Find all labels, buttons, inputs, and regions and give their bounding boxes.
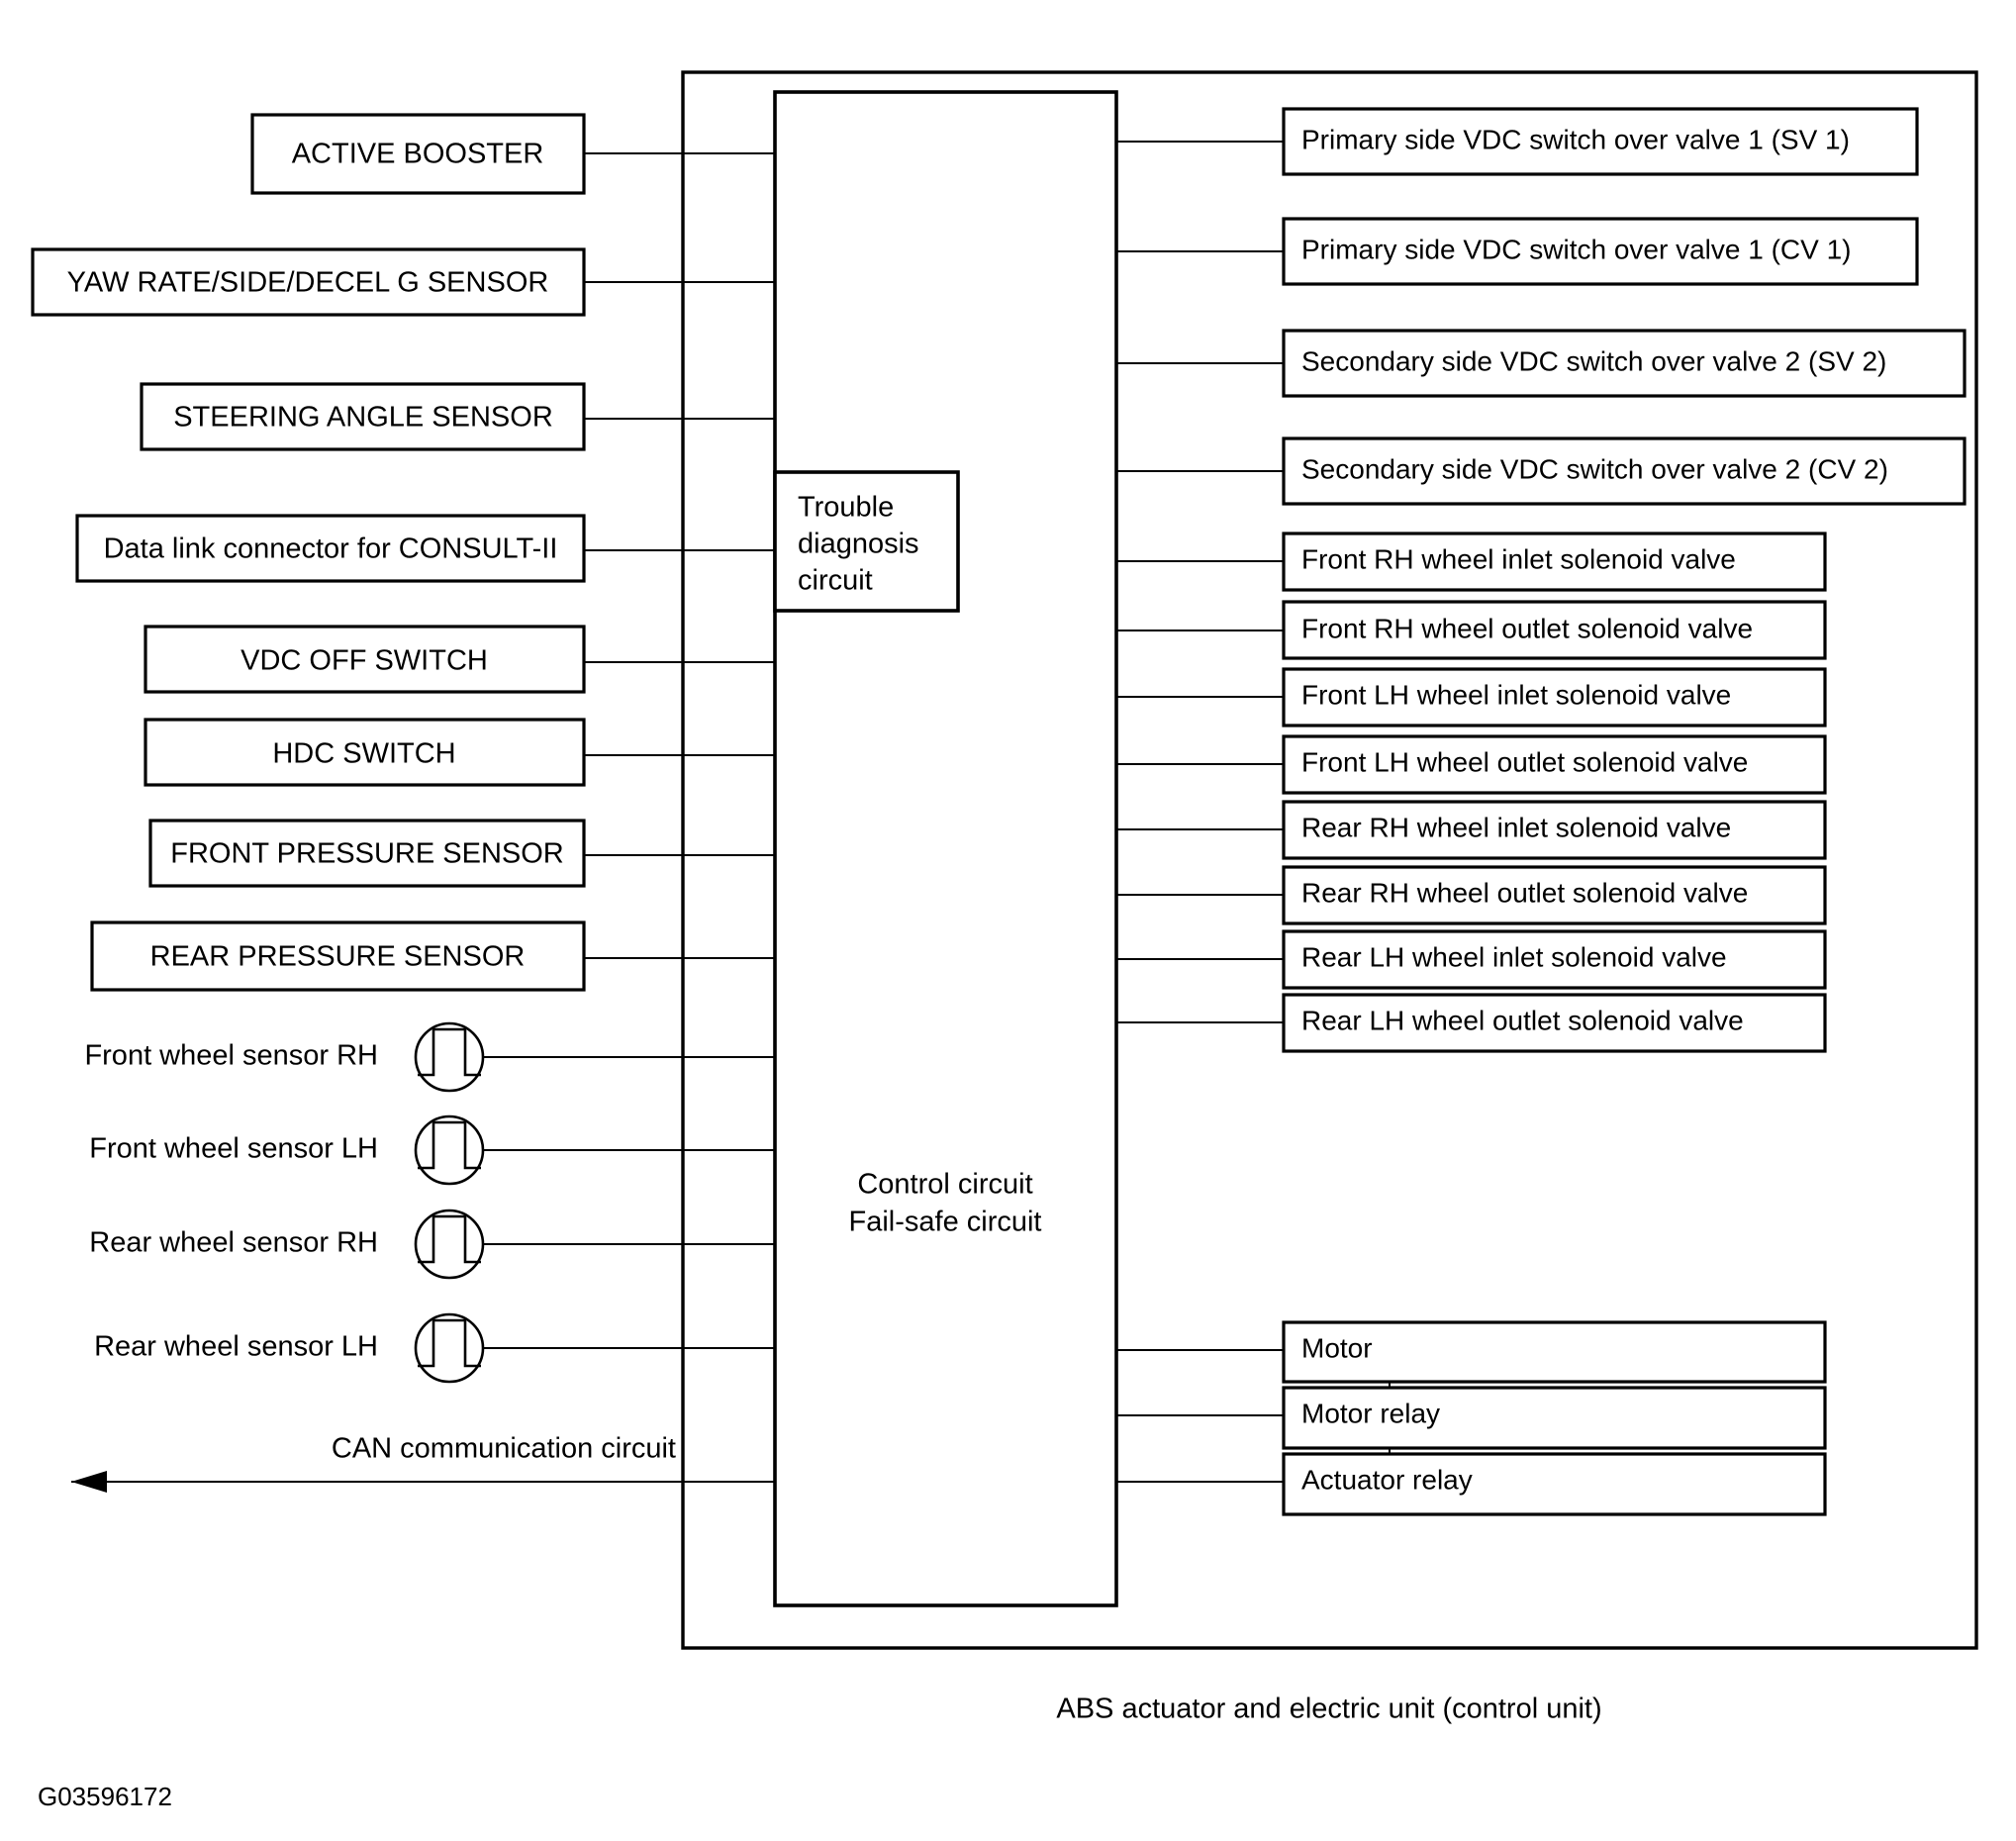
output-box-label: Rear RH wheel inlet solenoid valve [1301, 812, 1731, 842]
wheel-sensor-group: Front wheel sensor RH Front wheel sensor… [84, 1021, 485, 1384]
input-box-hdc-switch[interactable]: HDC SWITCH [144, 718, 586, 787]
pulse-in-circle-icon [414, 1312, 485, 1384]
wheel-sensor-front-lh[interactable]: Front wheel sensor LH [89, 1114, 485, 1186]
input-box-active-booster[interactable]: ACTIVE BOOSTER [250, 113, 586, 195]
input-box-steering-angle-sensor[interactable]: STEERING ANGLE SENSOR [140, 382, 586, 451]
output-box-label: Front RH wheel outlet solenoid valve [1301, 613, 1753, 643]
input-box-front-pressure-sensor[interactable]: FRONT PRESSURE SENSOR [148, 819, 586, 888]
input-box-group: ACTIVE BOOSTER YAW RATE/SIDE/DECEL G SEN… [31, 113, 586, 992]
input-box-label: HDC SWITCH [272, 738, 455, 770]
input-box-label: ACTIVE BOOSTER [292, 139, 544, 170]
output-box-front-lh-outlet[interactable]: Front LH wheel outlet solenoid valve [1282, 734, 1827, 795]
input-box-label: FRONT PRESSURE SENSOR [170, 838, 563, 870]
output-box-front-lh-inlet[interactable]: Front LH wheel inlet solenoid valve [1282, 667, 1827, 727]
output-box-rear-rh-outlet[interactable]: Rear RH wheel outlet solenoid valve [1282, 865, 1827, 925]
actuator-box-motor-relay[interactable]: Motor relay [1282, 1386, 1827, 1450]
input-box-rear-pressure-sensor[interactable]: REAR PRESSURE SENSOR [90, 920, 586, 992]
trouble-diagnosis-line-2: diagnosis [798, 529, 919, 560]
output-box-label: Rear RH wheel outlet solenoid valve [1301, 877, 1748, 908]
input-box-label: YAW RATE/SIDE/DECEL G SENSOR [67, 267, 549, 299]
output-box-front-rh-inlet[interactable]: Front RH wheel inlet solenoid valve [1282, 532, 1827, 592]
actuator-box-motor[interactable]: Motor [1282, 1320, 1827, 1384]
wheel-sensor-label: Rear wheel sensor RH [89, 1227, 378, 1259]
output-box-label: Primary side VDC switch over valve 1 (CV… [1301, 234, 1851, 264]
output-box-label: Rear LH wheel outlet solenoid valve [1301, 1005, 1744, 1035]
output-box-sv2[interactable]: Secondary side VDC switch over valve 2 (… [1282, 329, 1967, 398]
control-circuit-label: Control circuit Fail-safe circuit [849, 1169, 1042, 1238]
actuator-box-actuator-relay[interactable]: Actuator relay [1282, 1452, 1827, 1516]
output-box-label: Primary side VDC switch over valve 1 (SV… [1301, 124, 1850, 154]
input-box-label: STEERING ANGLE SENSOR [173, 402, 553, 434]
arrow-left-icon [71, 1471, 107, 1493]
output-box-label: Front RH wheel inlet solenoid valve [1301, 543, 1736, 574]
output-solenoid-group: Front RH wheel inlet solenoid valve Fron… [1282, 532, 1827, 1053]
pulse-in-circle-icon [414, 1209, 485, 1280]
input-box-data-link-connector[interactable]: Data link connector for CONSULT-II [75, 514, 586, 583]
figure-id: G03596172 [38, 1782, 172, 1811]
output-valve-group: Primary side VDC switch over valve 1 (SV… [1282, 107, 1967, 506]
control-circuit-box [773, 90, 1118, 1607]
pulse-waveform-icon [418, 1120, 481, 1170]
actuator-box-label: Actuator relay [1301, 1464, 1473, 1495]
can-communication-line [71, 1471, 775, 1493]
actuator-box-label: Motor [1301, 1332, 1373, 1363]
wheel-sensor-label: Front wheel sensor LH [89, 1133, 378, 1165]
output-box-label: Secondary side VDC switch over valve 2 (… [1301, 453, 1888, 484]
pulse-in-circle-icon [414, 1021, 485, 1093]
pulse-waveform-icon [418, 1214, 481, 1264]
can-communication-label: CAN communication circuit [332, 1433, 676, 1465]
control-circuit-line-1: Control circuit [857, 1169, 1032, 1201]
input-box-label: Data link connector for CONSULT-II [104, 533, 558, 565]
trouble-diagnosis-line-1: Trouble [798, 492, 894, 524]
input-box-label: REAR PRESSURE SENSOR [150, 941, 526, 973]
wheel-sensor-label: Rear wheel sensor LH [94, 1331, 378, 1363]
pulse-waveform-icon [418, 1318, 481, 1368]
output-box-cv1[interactable]: Primary side VDC switch over valve 1 (CV… [1282, 217, 1919, 286]
output-wires [1116, 140, 1284, 1484]
input-box-vdc-off-switch[interactable]: VDC OFF SWITCH [144, 625, 586, 694]
wheel-sensor-label: Front wheel sensor RH [84, 1040, 378, 1072]
figure-caption: ABS actuator and electric unit (control … [1056, 1694, 1601, 1725]
input-box-yaw-rate-sensor[interactable]: YAW RATE/SIDE/DECEL G SENSOR [31, 247, 586, 317]
input-wires [483, 151, 775, 1350]
output-box-rear-rh-inlet[interactable]: Rear RH wheel inlet solenoid valve [1282, 800, 1827, 860]
output-box-front-rh-outlet[interactable]: Front RH wheel outlet solenoid valve [1282, 600, 1827, 660]
trouble-diagnosis-circuit-box[interactable]: Trouble diagnosis circuit [773, 470, 960, 613]
output-box-rear-lh-outlet[interactable]: Rear LH wheel outlet solenoid valve [1282, 993, 1827, 1053]
wheel-sensor-rear-rh[interactable]: Rear wheel sensor RH [89, 1209, 485, 1280]
wheel-sensor-rear-lh[interactable]: Rear wheel sensor LH [94, 1312, 485, 1384]
input-box-label: VDC OFF SWITCH [240, 645, 488, 677]
output-box-rear-lh-inlet[interactable]: Rear LH wheel inlet solenoid valve [1282, 929, 1827, 990]
actuator-box-group: Motor Motor relay Actuator relay [1282, 1320, 1827, 1516]
actuator-box-label: Motor relay [1301, 1398, 1440, 1428]
trouble-diagnosis-line-3: circuit [798, 565, 873, 597]
output-box-cv2[interactable]: Secondary side VDC switch over valve 2 (… [1282, 436, 1967, 506]
pulse-in-circle-icon [414, 1114, 485, 1186]
output-box-label: Front LH wheel outlet solenoid valve [1301, 746, 1748, 777]
control-circuit-line-2: Fail-safe circuit [849, 1207, 1042, 1238]
output-box-label: Rear LH wheel inlet solenoid valve [1301, 941, 1727, 972]
output-box-label: Front LH wheel inlet solenoid valve [1301, 679, 1731, 710]
output-box-label: Secondary side VDC switch over valve 2 (… [1301, 345, 1886, 376]
output-box-sv1[interactable]: Primary side VDC switch over valve 1 (SV… [1282, 107, 1919, 176]
abs-unit-boundary [681, 70, 1978, 1650]
pulse-waveform-icon [418, 1027, 481, 1077]
wheel-sensor-front-rh[interactable]: Front wheel sensor RH [84, 1021, 485, 1093]
